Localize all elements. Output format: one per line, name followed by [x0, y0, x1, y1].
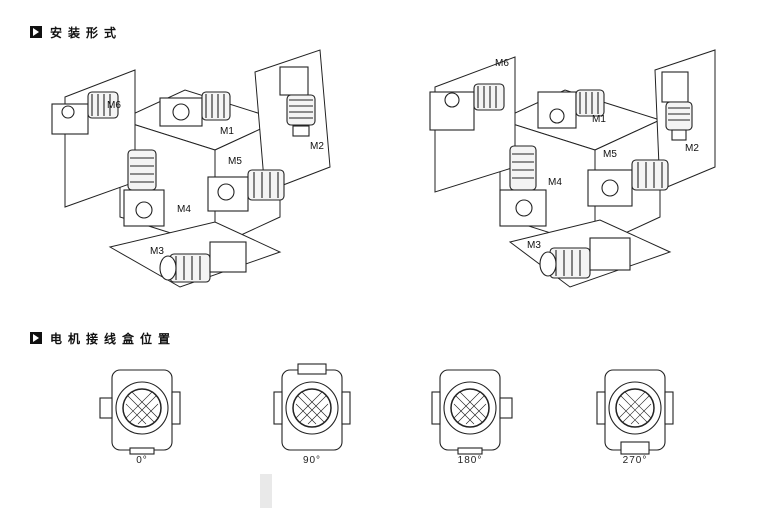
crosshatch-pattern [295, 391, 329, 425]
label-m4: M4 [177, 204, 191, 215]
gray-scroll-mark [260, 474, 272, 508]
gear-unit-m5 [587, 159, 669, 207]
gear-unit-m4 [123, 149, 165, 227]
label-m6: M6 [495, 58, 509, 69]
gear-unit-m5 [207, 169, 285, 212]
position-label-0: 0° [136, 455, 148, 466]
gear-unit-m1 [537, 89, 605, 129]
play-marker-icon [30, 332, 42, 344]
label-m2: M2 [685, 143, 699, 154]
section-title-mounting: 安装形式 [50, 25, 123, 40]
crosshatch-pattern [618, 391, 652, 425]
label-m6: M6 [107, 100, 121, 111]
gear-unit-m1 [159, 91, 231, 127]
label-m4: M4 [548, 177, 562, 188]
mounting-diagram-left: M6 M1 M2 M5 M4 M3 [40, 42, 340, 302]
label-m3: M3 [150, 246, 164, 257]
section-title-terminal-box: 电机接线盒位置 [50, 331, 177, 346]
section-heading-terminal-box: 电机接线盒位置 [30, 328, 176, 348]
play-marker-icon [30, 26, 42, 38]
position-label-180: 180° [457, 455, 483, 466]
gear-unit-m4 [499, 145, 547, 227]
gear-unit-m3 [539, 237, 631, 279]
crosshatch-pattern [453, 391, 487, 425]
terminal-box-270-figure [585, 362, 685, 461]
crosshatch-pattern [125, 391, 159, 425]
label-m1: M1 [592, 114, 606, 125]
gear-unit-m2 [279, 66, 316, 137]
label-m5: M5 [603, 149, 617, 160]
terminal-box-180-figure [420, 362, 520, 461]
gear-unit-m6 [51, 91, 119, 135]
section-heading-mounting: 安装形式 [30, 22, 122, 42]
label-m3: M3 [527, 240, 541, 251]
position-label-270: 270° [622, 455, 648, 466]
position-label-90: 90° [302, 455, 322, 466]
gear-unit-m6 [429, 83, 505, 131]
label-m1: M1 [220, 126, 234, 137]
label-m5: M5 [228, 156, 242, 167]
terminal-box-90-figure [262, 362, 362, 461]
gear-unit-m3 [159, 241, 247, 283]
mounting-diagram-right: M6 M1 M2 M5 M4 M3 [420, 42, 720, 302]
terminal-box-0-figure [92, 362, 192, 461]
label-m2: M2 [310, 141, 324, 152]
gear-unit-m2 [661, 71, 693, 141]
